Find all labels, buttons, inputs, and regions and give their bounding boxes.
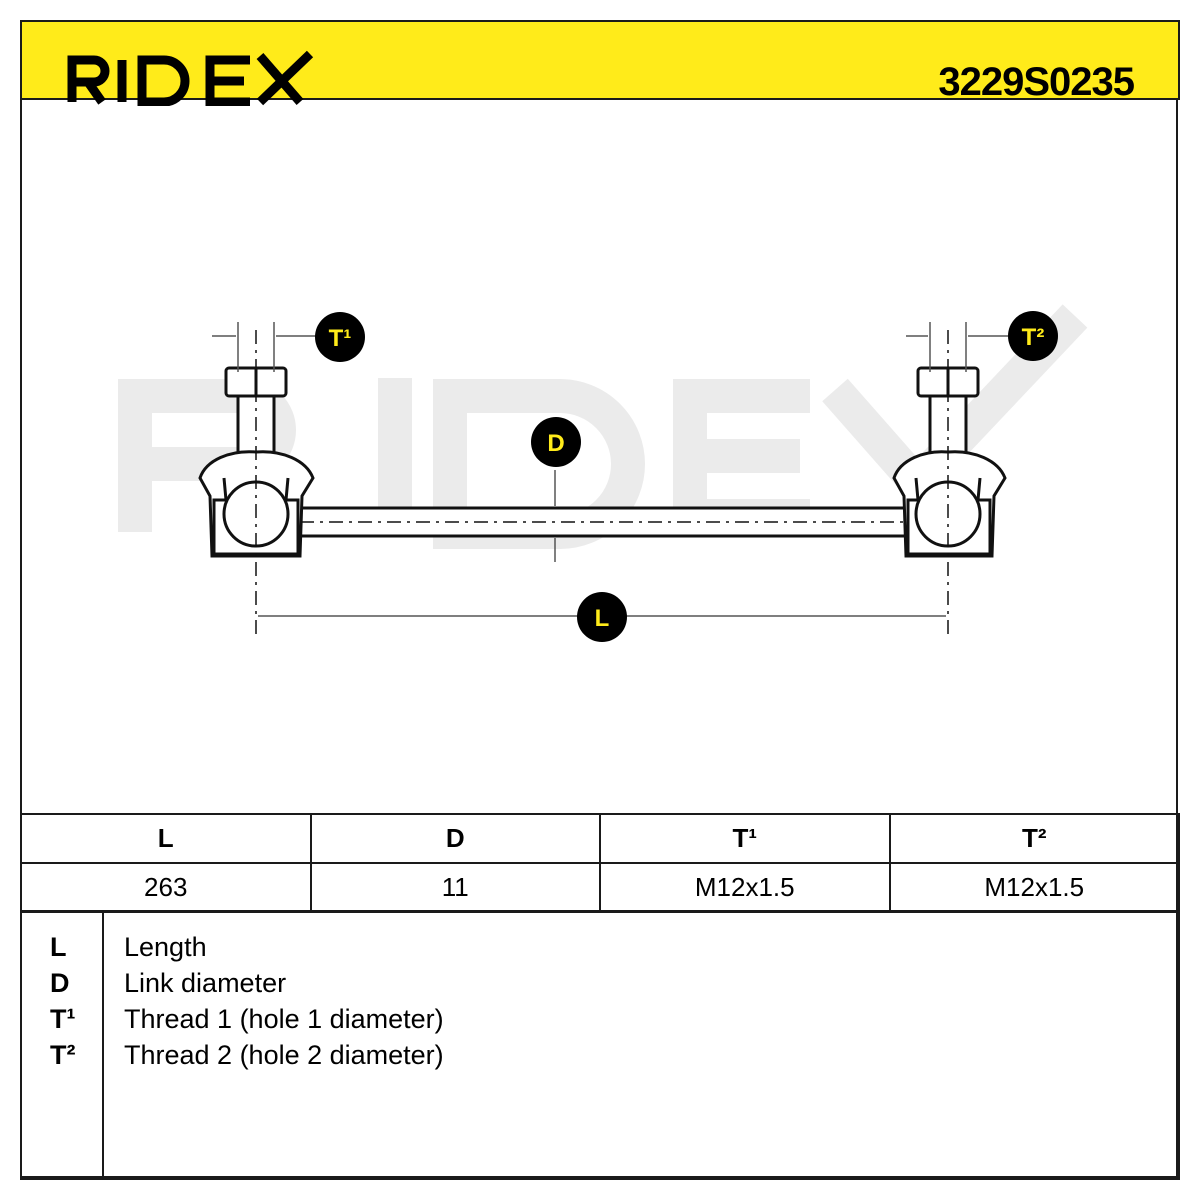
callout-d: D xyxy=(531,417,581,467)
callout-t1-label: T¹ xyxy=(329,325,352,352)
spec-header-l: L xyxy=(20,813,312,864)
callout-t1: T¹ xyxy=(315,312,365,362)
spec-value-l: 263 xyxy=(20,862,312,913)
technical-drawing: T¹ T² D L xyxy=(118,304,1088,642)
callout-l: L xyxy=(577,592,627,642)
part-number: 3229S0235 xyxy=(938,60,1135,104)
legend-item: D Link diameter xyxy=(22,968,1178,1004)
callout-d-label: D xyxy=(547,430,564,457)
legend-divider xyxy=(102,912,104,1178)
legend-key: D xyxy=(50,968,70,998)
legend-key: T¹ xyxy=(50,1004,76,1034)
legend: L Length D Link diameter T¹ Thread 1 (ho… xyxy=(20,910,1180,1180)
legend-item: L Length xyxy=(22,932,1178,968)
callout-t2: T² xyxy=(1008,311,1058,361)
spec-value-t1: M12x1.5 xyxy=(599,862,891,913)
spec-table: L D T¹ T² 263 11 M12x1.5 M12x1.5 xyxy=(20,813,1180,913)
spec-header-t1: T¹ xyxy=(599,813,891,864)
legend-key: T² xyxy=(50,1040,76,1070)
spec-value-row: 263 11 M12x1.5 M12x1.5 xyxy=(20,862,1180,913)
legend-text: Thread 1 (hole 1 diameter) xyxy=(124,1004,444,1034)
spec-value-t2: M12x1.5 xyxy=(888,862,1180,913)
spec-header-d: D xyxy=(309,813,601,864)
ridex-logo xyxy=(67,50,314,106)
callout-t2-label: T² xyxy=(1022,324,1045,351)
spec-header-row: L D T¹ T² xyxy=(20,813,1180,864)
legend-item: T¹ Thread 1 (hole 1 diameter) xyxy=(22,1004,1178,1040)
spec-value-d: 11 xyxy=(309,862,601,913)
legend-text: Thread 2 (hole 2 diameter) xyxy=(124,1040,444,1070)
legend-text: Link diameter xyxy=(124,968,287,998)
spec-header-t2: T² xyxy=(888,813,1180,864)
legend-key: L xyxy=(50,932,67,962)
legend-text: Length xyxy=(124,932,207,962)
header-bar: 3229S0235 xyxy=(20,20,1180,106)
callout-l-label: L xyxy=(595,605,610,632)
legend-item: T² Thread 2 (hole 2 diameter) xyxy=(22,1040,1178,1076)
